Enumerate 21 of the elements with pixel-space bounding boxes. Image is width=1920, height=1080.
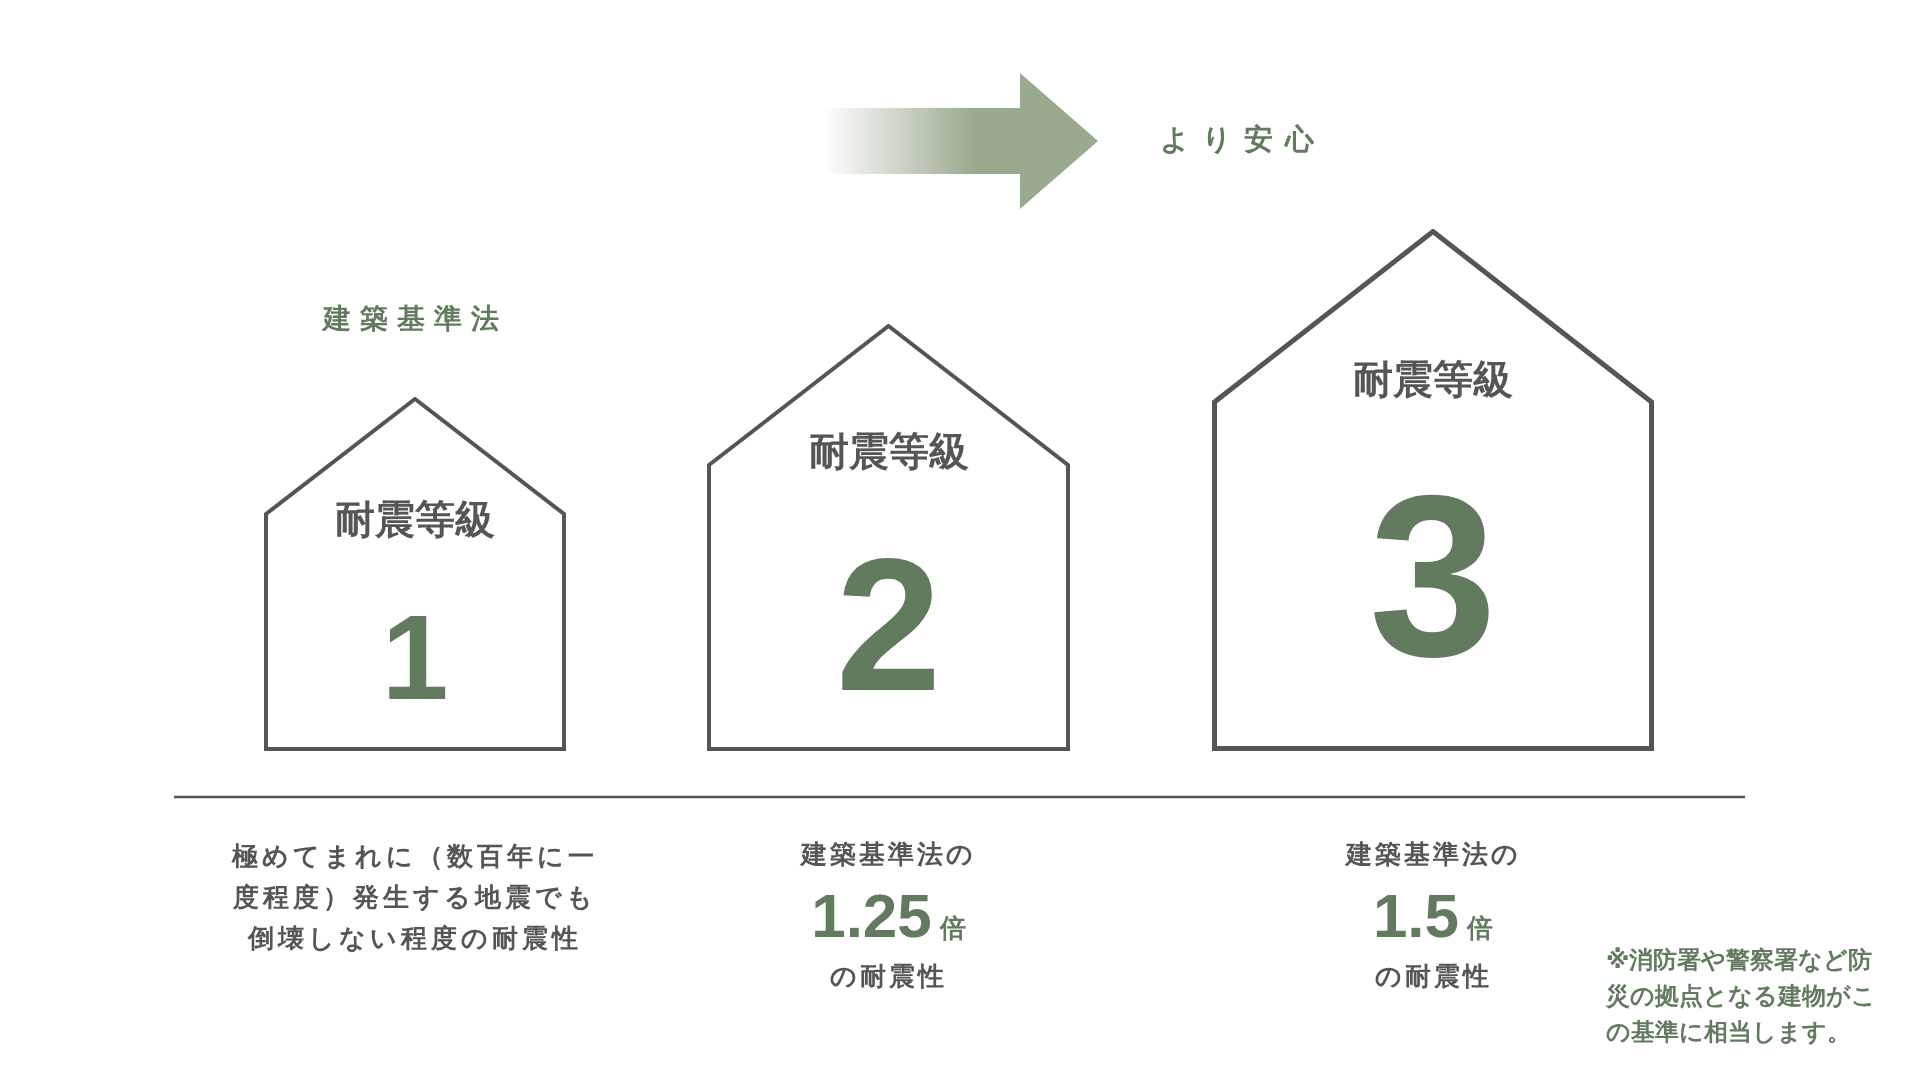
house-outline (1212, 229, 1654, 751)
ratio-value: 1.25 (811, 881, 932, 950)
description-text: 建築基準法の (1344, 838, 1522, 871)
description-text: の耐震性 (829, 960, 948, 993)
description-text: 建築基準法の (799, 838, 977, 871)
level-number: 1 (381, 597, 449, 717)
arrow-caption: より安心 (1160, 121, 1326, 158)
ratio-unit: 倍 (939, 913, 966, 943)
footnote-text: ※消防署や警察署など防災の拠点となる建物がこの基準に相当します。 (1606, 945, 1877, 1048)
house-title: 耐震等級 (335, 495, 495, 543)
house-outline (264, 397, 566, 751)
level-number: 3 (1369, 461, 1497, 691)
level-number: 2 (835, 529, 942, 719)
house-outline (707, 324, 1070, 751)
ratio-value: 1.5 (1372, 881, 1460, 950)
house-title: 耐震等級 (1353, 355, 1513, 403)
ratio-unit: 倍 (1467, 913, 1494, 943)
description-text: の耐震性 (1373, 960, 1493, 993)
description-text: 極めてまれに（数百年に一度程度）発生する地震でも倒壊しない程度の耐震性 (230, 840, 599, 955)
standard-label: 建築基準法 (320, 301, 509, 337)
house-title: 耐震等級 (808, 427, 969, 475)
